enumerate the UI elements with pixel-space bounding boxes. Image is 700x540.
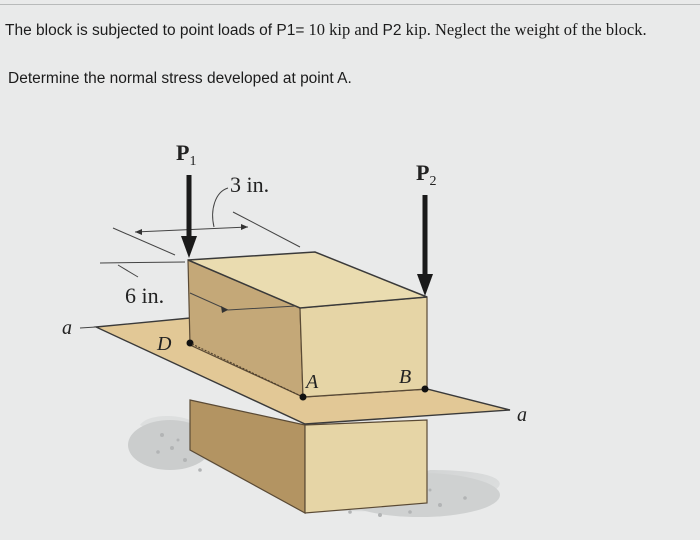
statement-text-3: kip. Neglect the weight of the block. — [401, 20, 647, 39]
block-lower-front-face — [304, 419, 428, 514]
block-lower-side-face — [189, 399, 306, 515]
dim-arrowhead-icon — [221, 306, 228, 313]
section-leader-left — [79, 326, 97, 329]
dimension-6in-label: 6 in. — [125, 283, 164, 308]
point-b-marker — [421, 385, 429, 393]
load-p2-label: P2 — [416, 160, 436, 189]
dim-arrowhead-icon — [241, 224, 248, 230]
point-a-marker — [299, 393, 307, 401]
point-d-marker — [186, 339, 194, 347]
section-label-right: a — [517, 404, 527, 426]
load-p2-arrow-icon — [417, 195, 433, 296]
section-label-left: a — [62, 317, 72, 339]
dimension-3in — [112, 187, 301, 256]
p1-value: 10 kip and — [304, 20, 379, 39]
dim-arrowhead-icon — [135, 229, 142, 235]
block-top-face — [187, 251, 428, 309]
statement-text-2: P2 — [378, 22, 402, 39]
statement-text-1: The block is subjected to point loads of… — [5, 22, 305, 39]
point-d-label: D — [156, 333, 172, 355]
point-b-label: B — [399, 366, 411, 388]
top-divider — [0, 4, 700, 5]
problem-statement: The block is subjected to point loads of… — [5, 20, 647, 40]
point-a-label: A — [304, 371, 319, 393]
load-p1-arrow-icon — [181, 175, 197, 258]
load-p1-label: P1 — [176, 140, 196, 169]
section-edge — [191, 343, 304, 398]
question-prompt: Determine the normal stress developed at… — [8, 70, 352, 87]
dimension-3in-label: 3 in. — [230, 172, 269, 197]
